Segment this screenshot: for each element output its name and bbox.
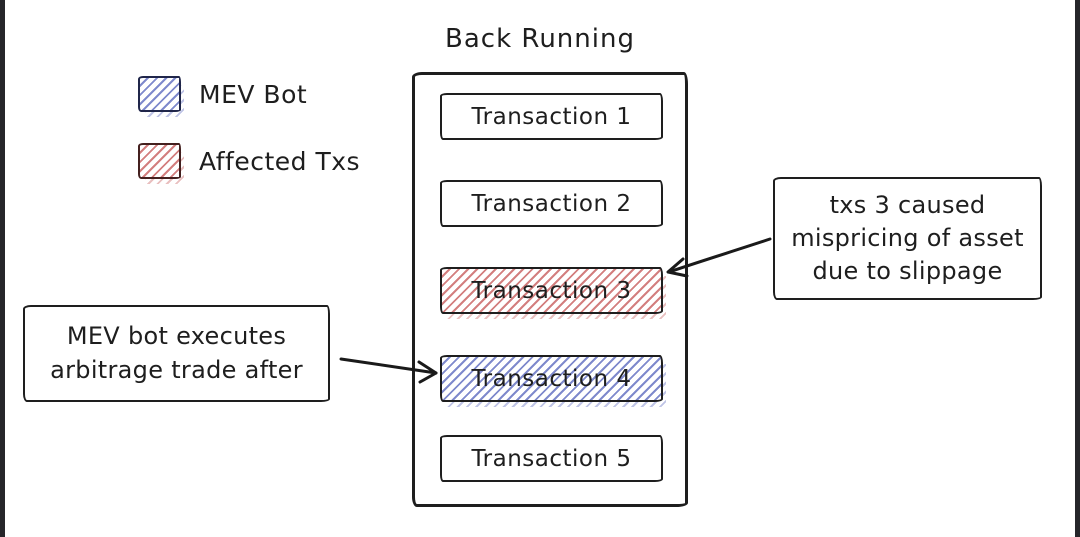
mev-bot-swatch-icon: [138, 76, 184, 117]
transaction-1-box: Transaction 1: [440, 93, 663, 140]
note-line: arbitrage trade after: [50, 355, 303, 384]
legend-label: MEV Bot: [199, 79, 308, 109]
note-txs3-mispricing: txs 3 caused mispricing of asset due to …: [773, 177, 1042, 300]
legend: MEV Bot Affected Txs: [138, 76, 360, 210]
note-line: MEV bot executes: [66, 322, 287, 351]
note-line: due to slippage: [812, 257, 1003, 286]
diagram-title: Back Running: [445, 24, 635, 54]
right-edge-bar: [1075, 0, 1080, 537]
left-edge-bar: [0, 0, 5, 537]
legend-item-mev-bot: MEV Bot: [138, 76, 360, 117]
transaction-5-box: Transaction 5: [440, 435, 663, 482]
transaction-3-box-affected: Transaction 3: [440, 267, 666, 319]
note-line: mispricing of asset: [791, 223, 1024, 252]
note-line: txs 3 caused: [829, 190, 986, 219]
affected-txs-swatch-icon: [138, 143, 184, 184]
right-note-arrow-icon: [666, 237, 772, 278]
block-container: Transaction 1 Transaction 2 Transaction …: [412, 72, 688, 507]
transaction-2-box: Transaction 2: [440, 180, 663, 227]
note-mev-bot-executes: MEV bot executes arbitrage trade after: [23, 305, 330, 402]
left-note-arrow-icon: [339, 357, 438, 384]
legend-item-affected-txs: Affected Txs: [138, 143, 361, 184]
transaction-4-box-mev-bot: Transaction 4: [440, 355, 666, 407]
legend-label: Affected Txs: [199, 146, 361, 176]
